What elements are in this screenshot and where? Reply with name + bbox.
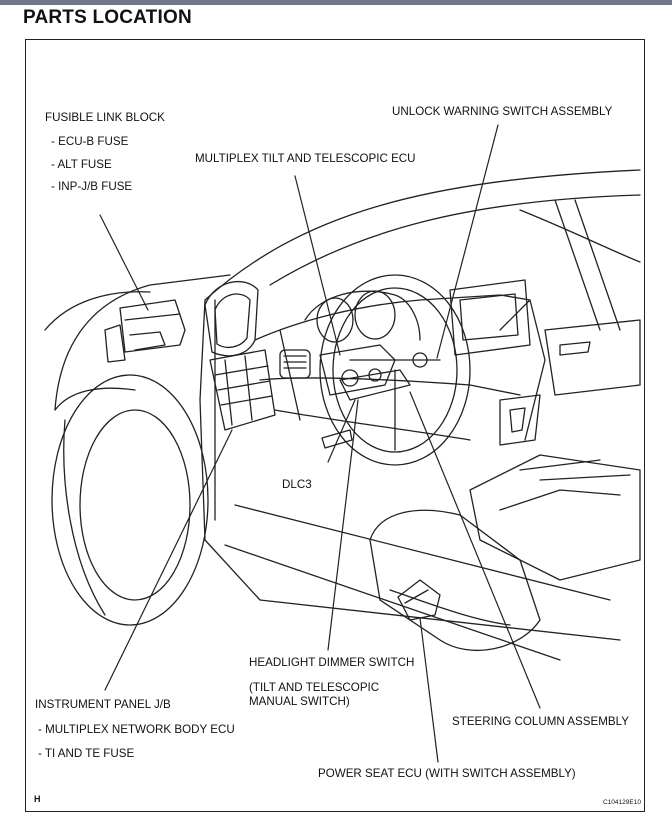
power-seat-switch xyxy=(397,579,441,621)
label-tilt-telescopic-line1: (TILT AND TELESCOPIC xyxy=(249,681,380,694)
front-wheel xyxy=(51,374,209,626)
label-unlock-warning-switch: UNLOCK WARNING SWITCH ASSEMBLY xyxy=(392,105,613,118)
label-headlight-dimmer-switch: HEADLIGHT DIMMER SWITCH xyxy=(249,656,415,669)
diagram-frame xyxy=(25,39,645,812)
label-inp-jb-fuse: - INP-J/B FUSE xyxy=(51,180,133,193)
page-title: PARTS LOCATION xyxy=(23,7,192,28)
leader-lines xyxy=(99,124,541,763)
dlc3-connector xyxy=(321,429,353,449)
label-alt-fuse: - ALT FUSE xyxy=(51,158,112,171)
window-top-bar xyxy=(0,0,672,5)
fusible-link-block xyxy=(119,299,186,353)
shift-lever-area xyxy=(499,394,541,446)
figure-mark: H xyxy=(34,794,41,804)
hood-outline xyxy=(54,274,231,411)
label-tilt-telescopic-line2: MANUAL SWITCH) xyxy=(249,695,350,708)
instrument-cluster xyxy=(304,290,421,341)
drivers-seat xyxy=(369,509,541,652)
instrument-panel-jb xyxy=(209,349,276,431)
label-steering-column-assembly: STEERING COLUMN ASSEMBLY xyxy=(452,715,629,728)
label-instrument-panel-jb: INSTRUMENT PANEL J/B xyxy=(35,698,171,711)
steering-wheel xyxy=(319,274,471,466)
label-ecu-b-fuse: - ECU-B FUSE xyxy=(51,135,129,148)
label-dlc3: DLC3 xyxy=(282,478,312,491)
label-ti-te-fuse: - TI AND TE FUSE xyxy=(38,747,135,760)
figure-code: C104129E10 xyxy=(603,799,641,806)
leader-multiplex-tilt-ecu xyxy=(294,175,341,356)
center-display xyxy=(449,279,531,356)
label-multiplex-network-body-ecu: - MULTIPLEX NETWORK BODY ECU xyxy=(38,723,235,736)
label-multiplex-tilt-ecu: MULTIPLEX TILT AND TELESCOPIC ECU xyxy=(195,152,416,165)
windshield-top-edge xyxy=(204,169,641,301)
leader-dlc3 xyxy=(327,399,356,463)
center-console xyxy=(469,454,641,581)
leader-headlight-dimmer xyxy=(327,399,359,651)
label-power-seat-ecu: POWER SEAT ECU (WITH SWITCH ASSEMBLY) xyxy=(318,767,576,780)
side-mirror xyxy=(204,281,259,357)
leader-power-seat-ecu xyxy=(419,617,439,763)
leader-instrument-panel-jb xyxy=(104,429,233,691)
steering-column-ecu xyxy=(319,344,396,396)
left-air-vent xyxy=(279,349,311,379)
leader-unlock-warning xyxy=(436,124,499,359)
leader-steering-column xyxy=(409,391,541,709)
label-fusible-link-block: FUSIBLE LINK BLOCK xyxy=(45,111,165,124)
dashboard-top xyxy=(254,294,531,341)
leader-fusible-link xyxy=(99,214,149,311)
door-frame xyxy=(199,299,621,641)
